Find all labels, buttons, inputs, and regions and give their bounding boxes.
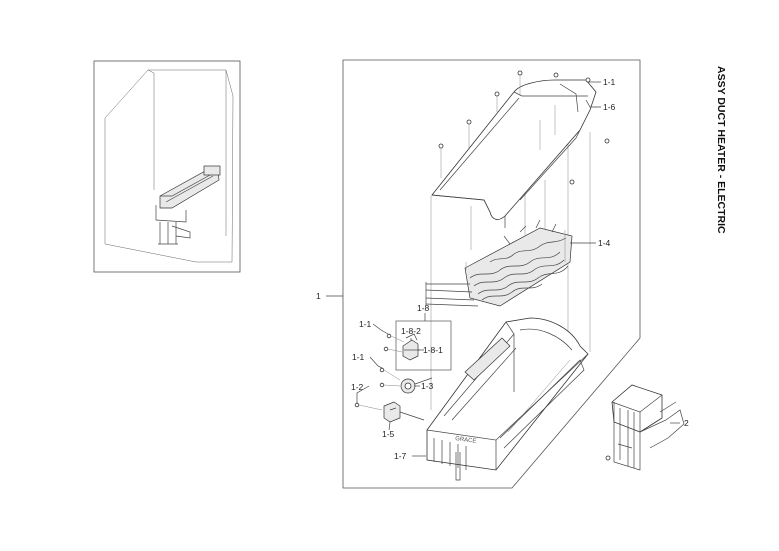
- heater-cover: [431, 79, 597, 228]
- screw-icon: [383, 346, 403, 353]
- diagram-title: ASSY DUCT HEATER - ELECTRIC: [715, 66, 727, 234]
- callout-1-2: 1-2: [351, 382, 364, 392]
- callout-1-1-low: 1-1: [352, 352, 365, 362]
- overview-inset: [93, 60, 241, 273]
- screw-icon: [438, 143, 444, 178]
- screw-icon: [354, 402, 383, 411]
- cover-screws: [438, 70, 610, 185]
- mounting-bracket: [605, 384, 685, 471]
- callout-labels: 1 1-1 1-6 1-4 1-8 1-1 1-8-2 1-8-1 1-1 1-…: [316, 77, 689, 461]
- screw-icon: [517, 70, 523, 96]
- callout-1-8-2: 1-8-2: [401, 326, 421, 336]
- inset-heater-duct: [155, 165, 221, 245]
- screw-icon: [494, 91, 500, 112]
- screw-icon: [604, 138, 610, 144]
- screw-icon: [379, 367, 401, 381]
- leader-lines: [326, 81, 680, 457]
- left-screws: [354, 333, 405, 411]
- screw-icon: [379, 382, 401, 388]
- screw-icon: [553, 72, 559, 78]
- callout-1-1-top: 1-1: [603, 77, 616, 87]
- svg-text:GRACE: GRACE: [455, 436, 477, 445]
- screw-icon: [466, 119, 472, 148]
- overview-inset-frame: [93, 60, 241, 273]
- callout-1-5: 1-5: [382, 429, 395, 439]
- callout-1-8-1: 1-8-1: [423, 345, 443, 355]
- screw-icon: [585, 77, 591, 83]
- main-assembly-frame: [342, 59, 641, 489]
- heater-element: [425, 219, 573, 307]
- callout-1: 1: [316, 291, 321, 301]
- thermostat-group-frame: [395, 320, 452, 371]
- callout-1-1-mid: 1-1: [359, 319, 372, 329]
- terminal-bracket: [383, 401, 425, 423]
- callout-1-6: 1-6: [603, 102, 616, 112]
- callout-1-8: 1-8: [417, 303, 430, 313]
- callout-2: 2: [684, 418, 689, 428]
- callout-1-4: 1-4: [598, 238, 611, 248]
- dryer-cabinet-outline: [104, 69, 234, 263]
- callout-1-7: 1-7: [394, 451, 407, 461]
- screw-icon: [386, 333, 405, 343]
- callout-1-3: 1-3: [421, 381, 434, 391]
- heater-duct-housing: GRACE: [426, 317, 589, 481]
- screw-icon: [569, 179, 575, 185]
